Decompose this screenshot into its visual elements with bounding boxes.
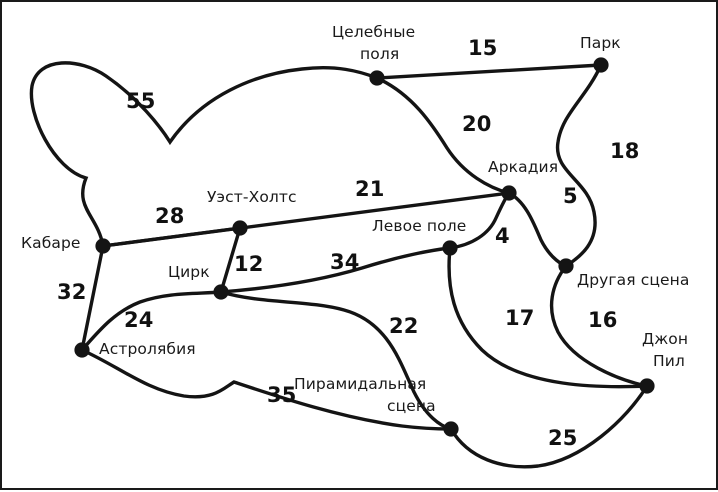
edge-weight-e17: 17: [505, 306, 535, 330]
node-label-piramidal: Пирамидальная: [294, 375, 427, 393]
edge-weight-e20: 20: [462, 112, 492, 136]
edge-weight-e55: 55: [126, 89, 156, 113]
edge-weight-e16: 16: [588, 308, 618, 332]
graph-edge-piramidal-dzhon_pil: [449, 384, 649, 469]
node-label-levoe_pole: Левое поле: [372, 217, 467, 235]
node-label-piramidal: сцена: [387, 397, 436, 415]
graph-edge-tsirk-piramidal: [219, 290, 453, 431]
node-label-drugaya: Другая сцена: [577, 271, 690, 289]
edge-weight-e34: 34: [330, 250, 360, 274]
edge-weight-e35: 35: [267, 383, 297, 407]
node-label-astrolyabia: Астролябия: [99, 340, 196, 358]
node-label-tsirk: Цирк: [168, 263, 210, 281]
edge-weight-e18: 18: [610, 139, 640, 163]
node-label-dzhon_pil: Пил: [653, 352, 685, 370]
graph-edge-kabare-astrolyabia: [80, 244, 105, 352]
edge-weight-e15: 15: [468, 36, 498, 60]
edge-weight-e32: 32: [57, 280, 87, 304]
graph-node-levoe_pole[interactable]: [442, 240, 458, 256]
edge-layer: [29, 61, 649, 469]
graph-node-dzhon_pil[interactable]: [639, 378, 655, 394]
graph-edge-tselebnye-park: [375, 63, 603, 80]
edge-weight-e21: 21: [355, 177, 385, 201]
edge-weight-e12: 12: [234, 252, 264, 276]
edge-weight-e28: 28: [155, 204, 185, 228]
edge-weight-e22: 22: [389, 314, 419, 338]
node-layer: [74, 57, 655, 437]
graph-edge-tselebnye-arkadia: [375, 76, 511, 195]
graph-node-tsirk[interactable]: [213, 284, 229, 300]
graph-edge-arkadia-drugaya: [507, 191, 568, 268]
node-label-tselebnye: Целебные: [332, 23, 416, 41]
graph-edge-drugaya-dzhon_pil: [549, 264, 649, 388]
graph-node-park[interactable]: [593, 57, 609, 73]
graph-edge-kabare-uest_holts: [101, 226, 242, 248]
graph-node-tselebnye[interactable]: [369, 70, 385, 86]
node-label-dzhon_pil: Джон: [642, 330, 689, 348]
graph-node-drugaya[interactable]: [558, 258, 574, 274]
graph-node-piramidal[interactable]: [443, 421, 459, 437]
node-label-uest_holts: Уэст-Холтс: [207, 188, 297, 206]
node-label-park: Парк: [580, 34, 621, 52]
graph-edge-park-drugaya: [555, 63, 603, 268]
graph-node-arkadia[interactable]: [501, 185, 517, 201]
graph-node-kabare[interactable]: [95, 238, 111, 254]
edge-weight-e4: 4: [495, 224, 510, 248]
graph-edge-astrolyabia-piramidal: [80, 348, 453, 431]
graph-edge-kabare-tselebnye: [29, 61, 379, 248]
edge-weight-e25: 25: [548, 426, 578, 450]
graph-node-astrolyabia[interactable]: [74, 342, 90, 358]
graph-edge-astrolyabia-tsirk: [80, 290, 223, 352]
edge-weight-e5: 5: [563, 184, 578, 208]
edge-weight-e24: 24: [124, 308, 154, 332]
graph-edge-uest_holts-tsirk: [219, 226, 242, 294]
node-label-kabare: Кабаре: [21, 234, 81, 252]
graph-node-uest_holts[interactable]: [232, 220, 248, 236]
node-label-tselebnye: поля: [360, 45, 400, 63]
graph-edge-levoe_pole-dzhon_pil: [447, 246, 649, 389]
graph-edge-tsirk-levoe_pole: [219, 246, 452, 294]
node-label-arkadia: Аркадия: [488, 158, 559, 176]
